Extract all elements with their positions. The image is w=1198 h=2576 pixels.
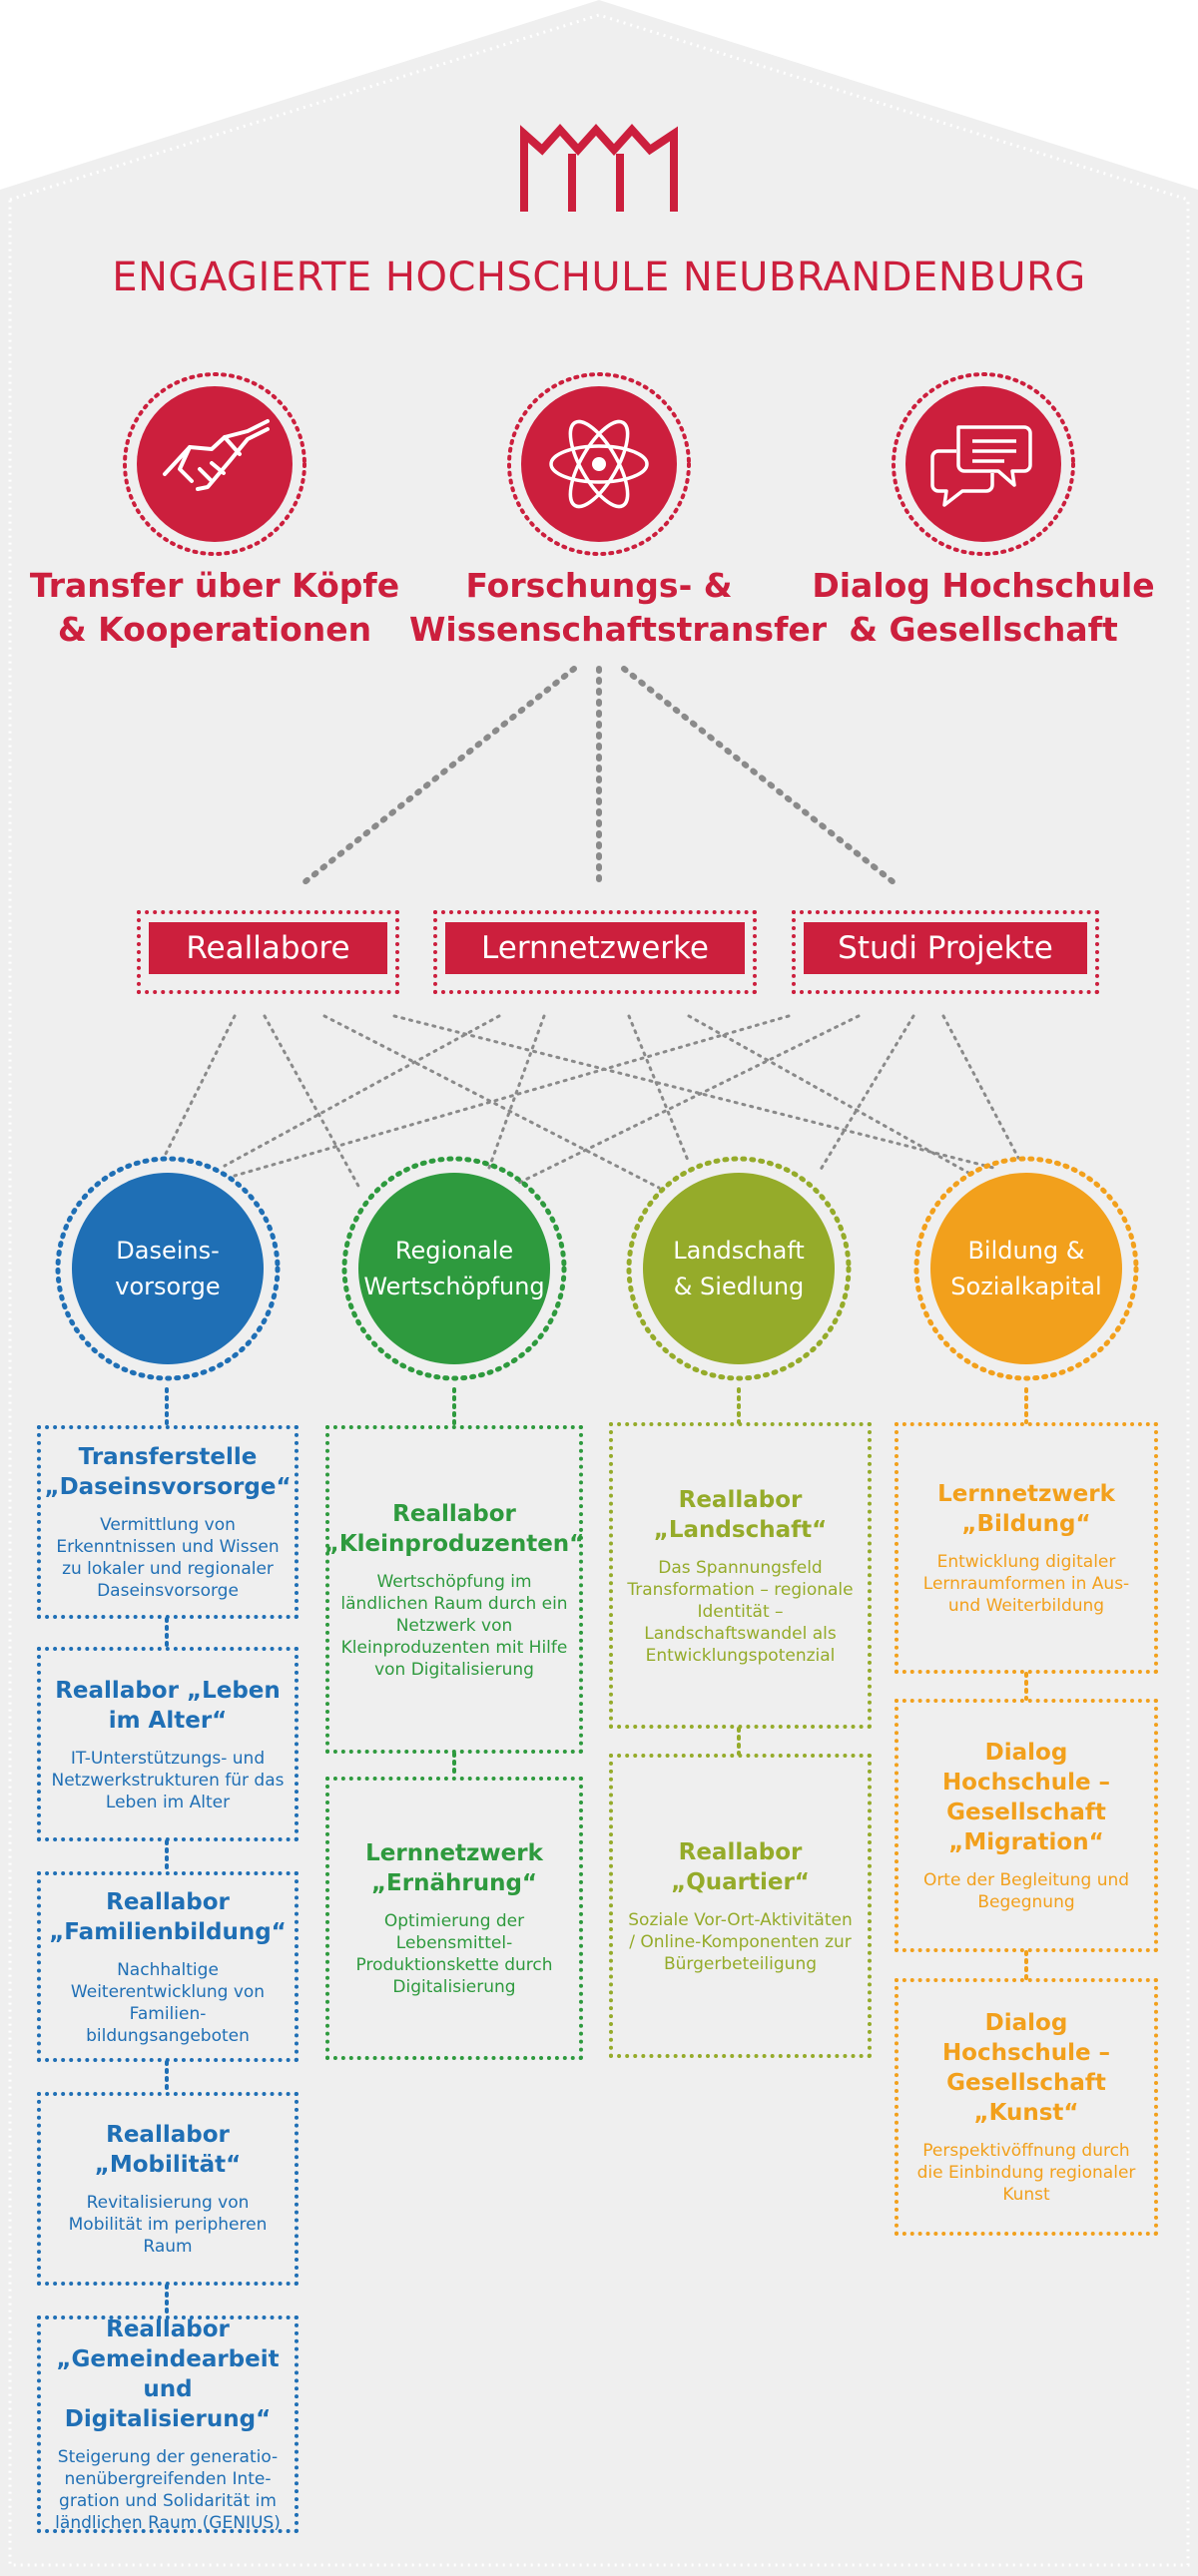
category-line: Regionale: [394, 1237, 514, 1265]
pillar-research-label: Forschungs- & Wissenschaftstransfer: [409, 564, 828, 652]
project-title: Lernnetzwerk „Ernährung“: [365, 1840, 543, 1896]
project-box: Lernnetzwerk „Bildung“ Entwicklung digit…: [895, 1422, 1158, 1674]
format-lernnetzwerke: Lernnetzwerke: [433, 910, 757, 994]
project-box: Lernnetzwerk „Ernährung“ Optimierung der…: [325, 1777, 583, 2060]
project-title: Transferstelle „Daseinsvorsorge“: [44, 1444, 292, 1500]
project-title: Dialog Hochschule – Gesellschaft „Migrat…: [941, 1740, 1111, 1855]
project-box: Reallabor „Landschaft“ Das Spannungsfeld…: [609, 1422, 872, 1729]
category-line: Sozialkapital: [950, 1273, 1102, 1300]
project-title: Reallabor „Gemeindearbeit und Digitalisi…: [56, 2317, 280, 2432]
category-daseinsvorsorge-circle: [55, 1156, 281, 1381]
project-box: Reallabor „Mobilität“ Revitalisierung vo…: [37, 2092, 299, 2286]
project-description: Das Spannungsfeld Transformation – regio…: [627, 1557, 854, 1666]
project-title: Reallabor „Familienbildung“: [49, 1888, 287, 1945]
category-line: & Siedlung: [673, 1273, 805, 1300]
project-description: Orte der Begleitung und Begegnung: [922, 1870, 1130, 1912]
atom-icon: [507, 372, 691, 556]
project-box: Reallabor „Familienbildung“ Nachhaltige …: [37, 1871, 299, 2062]
project-title: Reallabor „Landschaft“: [653, 1486, 828, 1543]
category-landschaft-circle: [626, 1156, 852, 1381]
project-description: Nachhaltige Weiterentwicklung von Famili…: [70, 1959, 266, 2046]
project-description: Revitalisierung von Mobilität im periphe…: [68, 2193, 268, 2257]
pillar-line: Dialog Hochschule: [812, 566, 1155, 605]
project-description: Steigerung der generatio-nenübergreifend…: [55, 2447, 281, 2533]
university-logo-icon: [520, 124, 678, 212]
category-wertschoepfung-label: Regionale Wertschöpfung: [338, 1233, 570, 1304]
project-box: Transferstelle „Daseinsvorsorge“ Vermitt…: [37, 1425, 299, 1619]
format-label: Studi Projekte: [804, 922, 1087, 974]
category-bildung-circle: [913, 1156, 1139, 1381]
category-daseinsvorsorge-label: Daseins- vorsorge: [52, 1233, 284, 1304]
project-title: Dialog Hochschule – Gesellschaft „Kunst“: [941, 2010, 1111, 2126]
category-landschaft-label: Landschaft & Siedlung: [623, 1233, 855, 1304]
category-bildung-label: Bildung & Sozialkapital: [910, 1233, 1142, 1304]
pillar-line: & Gesellschaft: [849, 610, 1118, 649]
project-description: Soziale Vor-Ort-Aktivitäten / Online-Kom…: [628, 1909, 853, 1974]
format-label: Lernnetzwerke: [445, 922, 745, 974]
project-title: Reallabor „Mobilität“: [94, 2122, 242, 2178]
project-box: Dialog Hochschule – Gesellschaft „Kunst“…: [895, 1978, 1158, 2236]
page-title: ENGAGIERTE HOCHSCHULE NEUBRANDENBURG: [112, 255, 1086, 300]
project-title: Reallabor „Quartier“: [671, 1838, 810, 1895]
pillar-line: Forschungs- &: [465, 566, 733, 605]
project-box: Reallabor „Kleinproduzenten“ Wertschöpfu…: [323, 1425, 585, 1754]
project-description: Optimierung der Lebensmittel-Produktions…: [355, 1911, 553, 1997]
category-line: vorsorge: [115, 1273, 221, 1300]
category-line: Landschaft: [673, 1237, 805, 1265]
pillar-line: & Kooperationen: [57, 610, 372, 649]
project-box: Dialog Hochschule – Gesellschaft „Migrat…: [895, 1699, 1158, 1952]
project-box: Reallabor „Leben im Alter“ IT-Unterstütz…: [37, 1647, 299, 1841]
category-line: Bildung &: [967, 1237, 1085, 1265]
format-label: Reallabore: [149, 922, 387, 974]
project-box: Reallabor „Gemeindearbeit und Digitalisi…: [37, 2316, 299, 2533]
pillar-line: Wissenschaftstransfer: [409, 610, 828, 649]
project-title: Lernnetzwerk „Bildung“: [937, 1481, 1115, 1537]
project-box: Reallabor „Quartier“ Soziale Vor-Ort-Akt…: [609, 1754, 872, 2058]
format-studi-projekte: Studi Projekte: [792, 910, 1099, 994]
chat-bubbles-icon: [892, 372, 1075, 556]
format-reallabore: Reallabore: [137, 910, 399, 994]
project-description: Vermittlung von Erkenntnissen und Wissen…: [56, 1515, 280, 1601]
project-title: Reallabor „Kleinproduzenten“: [323, 1500, 585, 1557]
project-description: Wertschöpfung im ländlichen Raum durch e…: [340, 1571, 568, 1680]
project-description: IT-Unterstützungs- und Netzwerkstrukture…: [51, 1748, 285, 1812]
pillar-line: Transfer über Köpfe: [29, 566, 400, 605]
project-description: Perspektivöffnung durch die Einbindung r…: [916, 2141, 1136, 2205]
category-line: Daseins-: [116, 1237, 220, 1265]
pillar-dialog-label: Dialog Hochschule & Gesellschaft: [794, 564, 1173, 652]
project-title: Reallabor „Leben im Alter“: [55, 1677, 281, 1734]
pillar-transfer-label: Transfer über Köpfe & Kooperationen: [25, 564, 404, 652]
project-description: Entwicklung digitaler Lernraumformen in …: [922, 1552, 1130, 1616]
category-wertschoepfung-circle: [341, 1156, 567, 1381]
handshake-icon: [123, 372, 306, 556]
category-line: Wertschöpfung: [363, 1273, 545, 1300]
